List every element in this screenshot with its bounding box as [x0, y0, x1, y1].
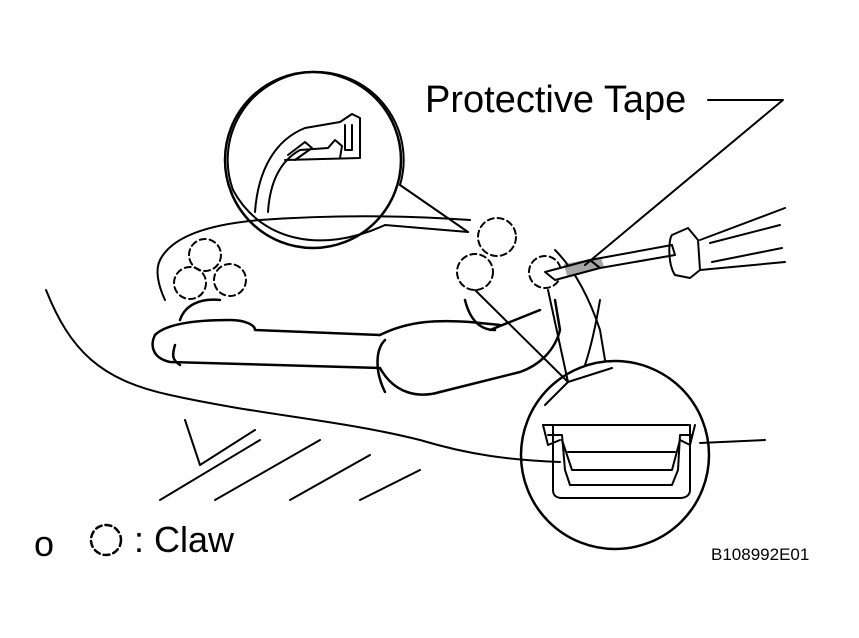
dashed-circle-icon	[89, 523, 123, 557]
inset-lower-claw	[474, 289, 711, 551]
legend-prefix: o	[34, 523, 55, 564]
claw-marker-left-group	[173, 238, 247, 300]
protective-tape-label: Protective Tape	[425, 79, 687, 121]
claw-marker-right-group	[456, 217, 562, 291]
figure-id: B108992E01	[711, 545, 810, 564]
grab-handle	[151, 298, 562, 396]
screwdriver-icon	[544, 207, 786, 281]
legend-claw-label: : Claw	[134, 519, 235, 560]
tape-leader-line	[584, 99, 784, 266]
inset-upper-claw	[223, 70, 469, 250]
dashboard-outline	[45, 215, 766, 501]
